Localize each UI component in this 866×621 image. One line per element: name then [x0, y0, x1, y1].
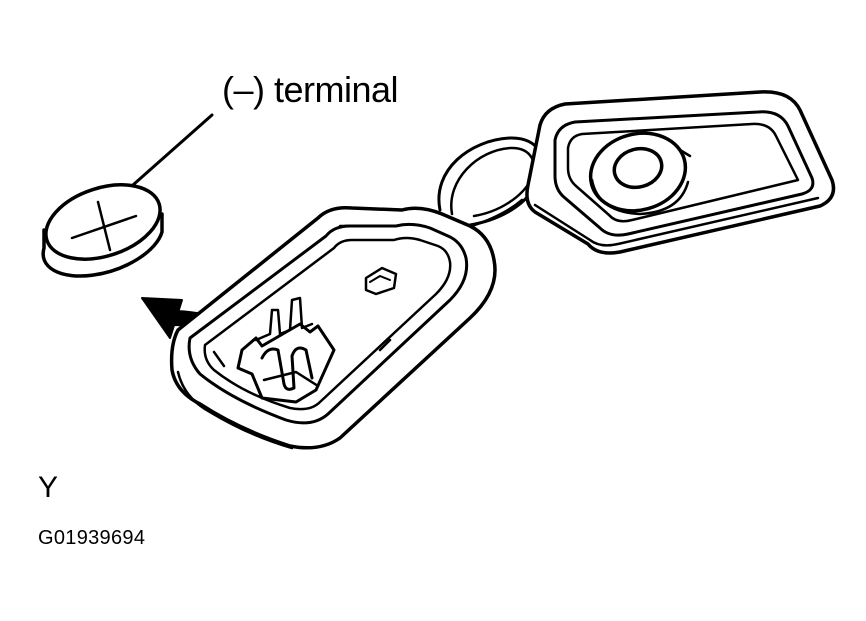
callout-leader-line: [123, 113, 214, 194]
figure-id: G01939694: [38, 527, 146, 549]
view-letter: Y: [38, 471, 59, 504]
front-housing: [169, 205, 497, 450]
negative-terminal-label: (–) terminal: [222, 69, 399, 110]
back-cover: [525, 90, 836, 255]
coin-battery: [41, 183, 164, 278]
